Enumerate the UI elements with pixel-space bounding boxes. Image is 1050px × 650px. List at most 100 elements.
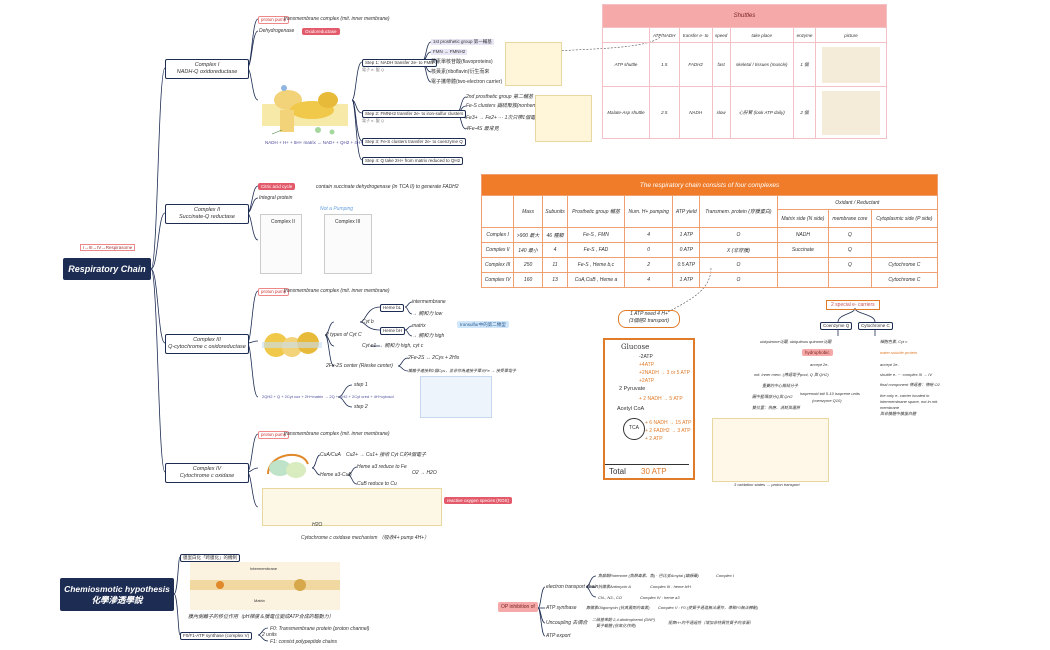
shuttles-header: speed	[711, 27, 731, 43]
atp-line: + 2 ATP	[645, 436, 663, 442]
cytochrome-c[interactable]: Cytochrome C	[858, 322, 893, 330]
q-item: mit. inner mem. (傳遞電子pool, Q 與 QH2)	[754, 372, 829, 377]
shuttles-cell: 心肝腎 (look ATP daily)	[729, 86, 795, 139]
complexes-header: membrane core	[828, 209, 872, 228]
shuttles-header	[602, 27, 650, 43]
chemi-intermembrane-label: Intermembrane	[250, 566, 278, 571]
inhib-etc: electron transport chain	[546, 584, 599, 590]
complex3-affinity-high: → 親和力 high	[412, 333, 445, 339]
complexes-header: Transmem. protein (穿膜蛋白)	[699, 195, 778, 228]
complexes-cell	[828, 272, 872, 288]
complex1-step1[interactable]: Step 1: NADH transfer 2e- to FMN	[362, 59, 437, 67]
complexes-header: Mass	[513, 195, 543, 228]
complex3-ironsulfur-note: Ironsulfur中的第二類型	[457, 321, 509, 328]
complex3-heme-bl[interactable]: Heme bL	[380, 304, 405, 312]
complex3-rieske-note: 鐵離子連接到2個Cys，並非作為連接子單元Fe → 接受單電子	[408, 368, 517, 373]
carriers-caption: 3 oxidation states → proton transport	[734, 482, 800, 487]
complexes-cell: 2	[623, 257, 674, 273]
shuttles-cell: fast	[711, 42, 731, 87]
complexes-cell: Fe-S , FAD	[567, 242, 625, 258]
chemi-caption: 膜內側離子的移位作用（pH梯度＆膜電位變成ATP合成的驅動力）	[188, 614, 334, 620]
complex4-node[interactable]: Complex IV Cytochrome c oxidase	[165, 463, 249, 483]
complex4-figure	[262, 444, 312, 486]
complexes-cell: 13	[541, 272, 569, 288]
complex3-node[interactable]: Complex III Q-cytochrome c oxidoreductas…	[165, 334, 249, 354]
q-item: 重要的中心樞紐分子	[762, 383, 798, 388]
chemi-matrix-label: Matrix	[254, 598, 265, 603]
complex3-figure	[262, 325, 322, 365]
atp-need-note: (3個經2 transport)	[628, 318, 669, 324]
complexes-cell: Q	[828, 227, 872, 243]
complexes-cell: Fe-S , Heme b,c	[567, 257, 625, 273]
complexes-header: Subunits	[541, 195, 569, 228]
complexes-header: Num. H+ pumping	[623, 195, 674, 228]
atp-need: 1 ATP need 4 H+	[630, 311, 668, 317]
f0-description: F0: Transmembrane protein (proton channe…	[270, 626, 370, 632]
complexes-title: The respiratory chain consists of four c…	[481, 174, 938, 196]
complex3-cyt-c1: Cyt c1	[362, 343, 377, 349]
complexes-cell: Q	[828, 257, 872, 273]
inhib-etc-item: CN-, N3-, CO	[598, 595, 622, 600]
complex1-dehydrogenase: Dehydrogenase	[259, 28, 295, 34]
complex2-citric-acid: Citric acid cycle	[258, 183, 296, 190]
complexes-cell: Complex III	[480, 257, 515, 273]
complexes-cell: Succinate	[776, 242, 830, 258]
complex4-ros: reactive oxygen species (ROS)	[444, 497, 513, 504]
complex1-4fe4s: 4Fe-4S 最常見	[466, 126, 499, 132]
inhib-atp-export: ATP export	[546, 633, 571, 639]
complexes-cell	[776, 272, 830, 288]
respirasome-note: I→III→IV→Respirasome	[80, 244, 136, 251]
complex2-node[interactable]: Complex II Succinate-Q reductase	[165, 204, 249, 224]
chemiosmotic-node[interactable]: Chemiosmotic hypothesis 化學滲透學說	[60, 578, 174, 611]
atp-pyruvate: 2 Pyruvate	[619, 386, 646, 392]
chemi-figure: Intermembrane Matrix	[190, 562, 340, 610]
chemiosmotic-title: Chemiosmotic hypothesis	[64, 583, 170, 594]
complex1-step2-note: 電子 e- 醌 Q	[362, 118, 385, 123]
atp-glucose: Glucose	[621, 343, 650, 351]
q-item: ubiquinone泛醌, ubiquitous quinone泛醌	[760, 339, 832, 344]
complex1-equation: NADH + H+ + 5H+ matrix → NAD+ + QH2 + 4H…	[265, 140, 379, 145]
q-item: isoprenoid tail 5-10 isoprene units	[800, 391, 860, 396]
complex1-node[interactable]: Complex I NADH-Q oxidoreductase	[165, 59, 249, 79]
complexes-cell: Cytochrome C	[870, 272, 939, 288]
inhib-etc-target: Complex IV : heme a3	[640, 595, 680, 600]
qcycle-diagram	[420, 376, 492, 418]
shuttles-cell: Malate-Asp shuttle	[602, 86, 650, 139]
chemi-heading: 膜蛋白化「跨膜化」的機制	[180, 554, 240, 562]
inhib-atp-item: 寡黴素Oligomycin (抗真菌劑的毒素)	[586, 605, 650, 610]
shuttles-header: ATP/NADH	[648, 27, 680, 43]
complex3-card-title: Complex III	[335, 219, 361, 225]
complex3-subtitle: Q-cytochrome c oxidoreductase	[168, 344, 246, 350]
f0f1-atp-synthase[interactable]: F0/F1-ATP synthase (complex V)	[180, 632, 253, 640]
shuttles-header: picture	[814, 27, 888, 43]
shuttles-cell: 1.5	[648, 42, 680, 87]
complexes-header: ATP yield	[672, 195, 701, 228]
complexes-header: Matrix side (N side)	[776, 209, 830, 228]
complex1-step2[interactable]: Step 2: FMNH2 transfer 2e- to iron-sulfu…	[362, 110, 467, 118]
root-node[interactable]: Respiratory Chain	[63, 258, 151, 280]
shuttles-cell: NADH	[678, 86, 713, 139]
complex3-qcycle-eq: 2QH2 + Q + 2Cyt cox + 2H+matrix → 2Q + Q…	[262, 394, 394, 399]
complex3-two-types: 2 types of Cyt C	[326, 332, 362, 338]
fmn-structure-image	[505, 42, 562, 86]
complex1-step3[interactable]: Step 3: Fe-S clusters transfer 2e- to co…	[362, 138, 466, 146]
coenzyme-q[interactable]: Coenzyme Q	[820, 322, 853, 330]
inhibition-title[interactable]: OP inhibition of	[498, 602, 538, 612]
shuttles-header: take place	[729, 27, 795, 43]
q-item: hydrophobic	[802, 349, 833, 356]
atp-tca: TCA	[629, 425, 639, 431]
complex3-rieske: 2Fe-2S center (Rieske center)	[326, 363, 393, 369]
complexes-cell: Complex I	[480, 227, 515, 243]
complexes-cell: O	[699, 272, 778, 288]
inhib-unc-item: 二硝基苯酚 2,4-dinitrophenol (DNP)	[592, 617, 656, 622]
complexes-cell: 250	[513, 257, 543, 273]
complex1-step4[interactable]: Step 4: Q take 2H+ from matrix reduced t…	[362, 157, 464, 165]
complexes-cell: Fe-S , FMN	[567, 227, 625, 243]
complexes-cell: 1 ATP	[672, 272, 701, 288]
complex4-cua: CuA/CuA	[320, 452, 341, 458]
complexes-cell	[870, 227, 939, 243]
shuttles-cell: 2 個	[793, 86, 816, 139]
complexes-header: Prosthetic group 輔基	[567, 195, 625, 228]
complex3-heme-bh[interactable]: Heme bH	[380, 327, 406, 335]
complex1-oxidoreductase: Oxidoreductase	[302, 28, 340, 35]
